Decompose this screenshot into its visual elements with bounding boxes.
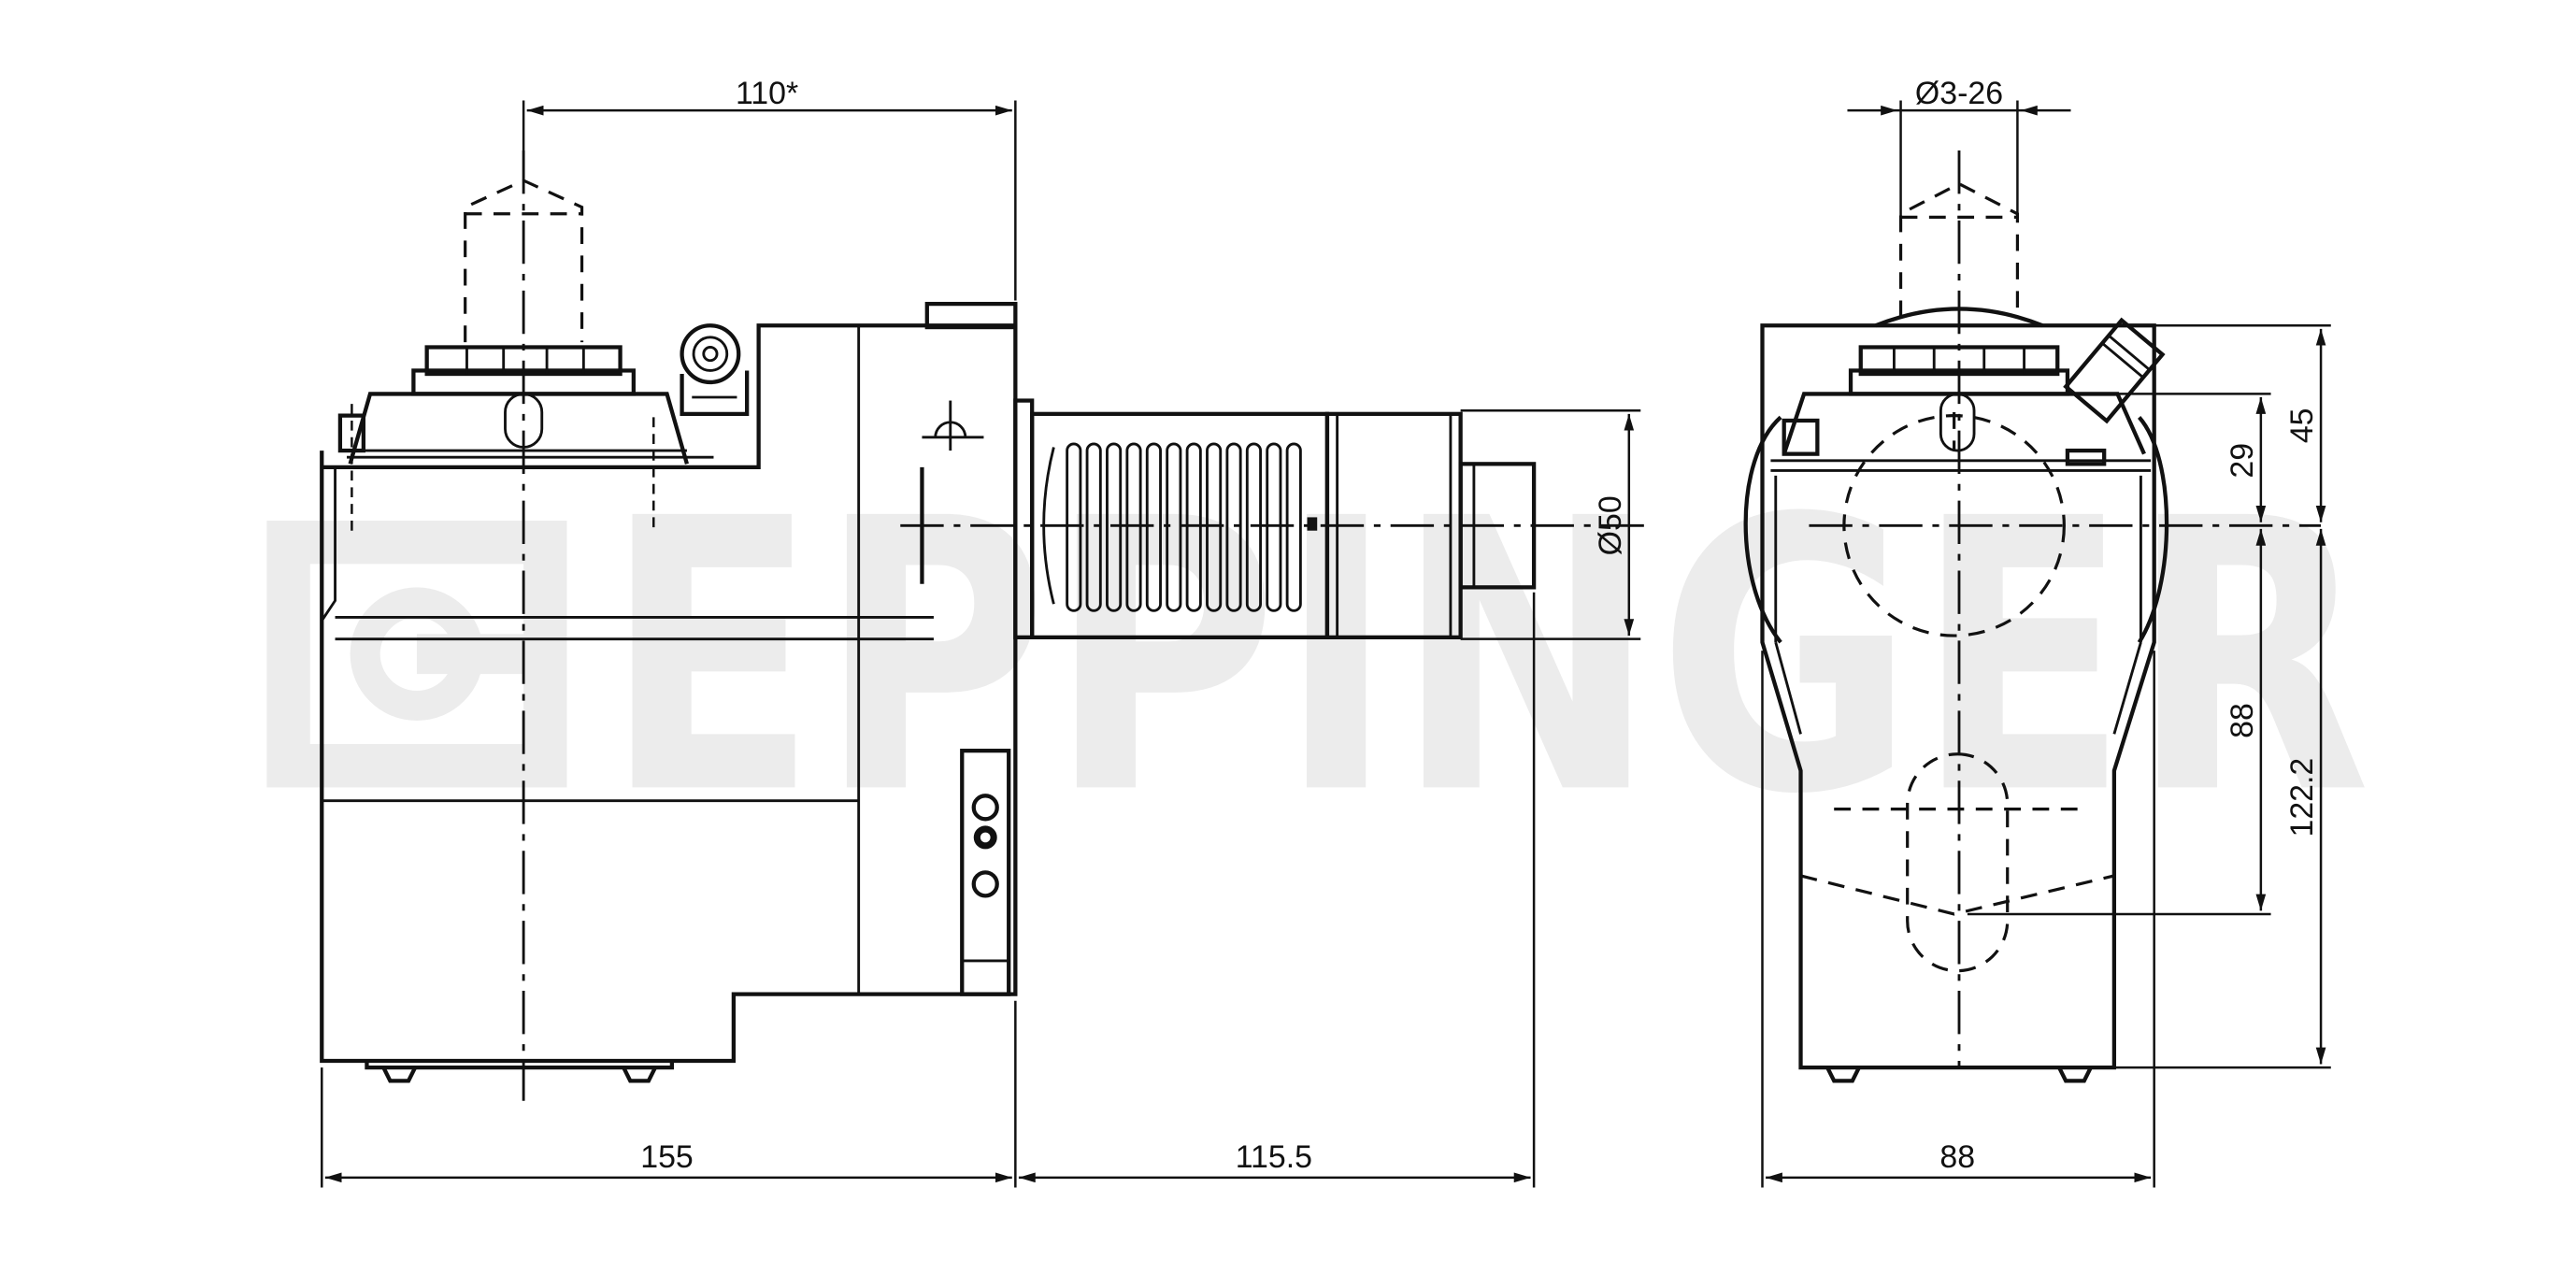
dim-body-length-label: 155 xyxy=(640,1139,694,1175)
dim-top-width-label: 110* xyxy=(736,76,798,111)
dim-shank-length-label: 115.5 xyxy=(1236,1139,1312,1175)
shank-grooves xyxy=(1042,442,1302,612)
dim-height-122-label: 122.2 xyxy=(2284,758,2320,837)
dimension-labels: 110* Ø3-26 Ø50 155 115.5 88 45 122.2 29 … xyxy=(640,76,2320,1175)
dim-height-88-label: 88 xyxy=(2225,703,2260,738)
dimension-lines xyxy=(321,100,2331,1188)
dim-height-45-label: 45 xyxy=(2284,408,2320,443)
watermark-text: EPPINGER xyxy=(604,438,2371,876)
front-view xyxy=(320,150,1651,1101)
side-view xyxy=(1743,150,2322,1083)
dim-height-29-label: 29 xyxy=(2225,443,2260,479)
dim-side-width-label: 88 xyxy=(1939,1139,1975,1175)
eppinger-watermark: EPPINGER xyxy=(266,438,2371,876)
dim-diameter-label: Ø50 xyxy=(1593,495,1628,555)
dim-bore-range-label: Ø3-26 xyxy=(1915,76,2003,111)
eppinger-logo-mark xyxy=(266,520,567,788)
